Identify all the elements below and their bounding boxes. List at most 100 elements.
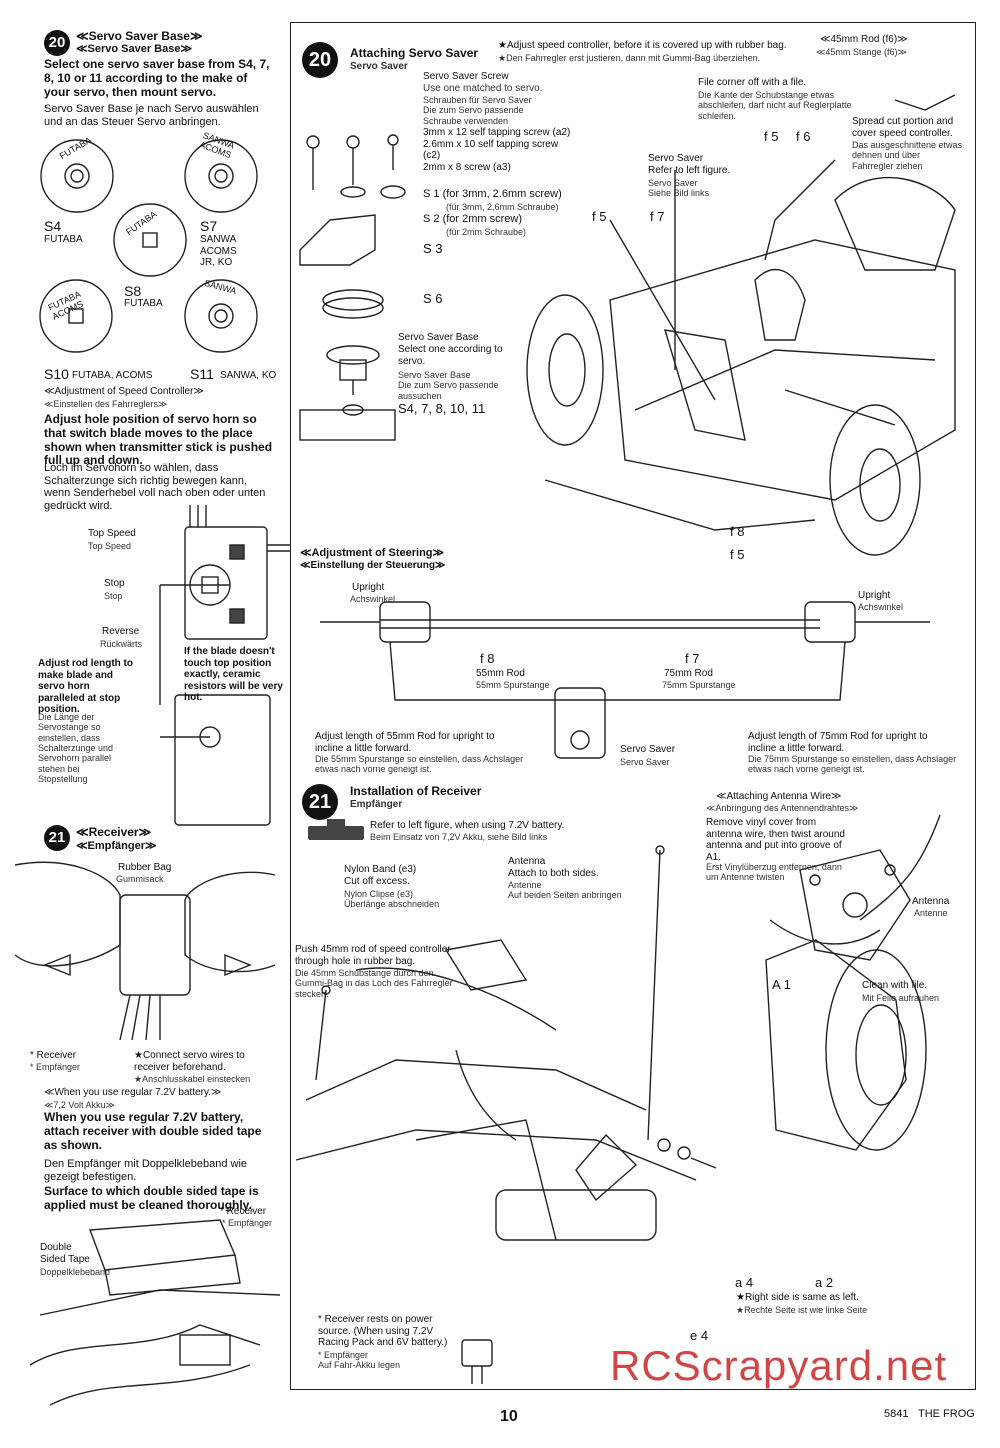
reverse-en: Reverse	[102, 626, 140, 637]
battery-title-de: ≪7,2 Volt Akku≫	[44, 1100, 115, 1110]
steer-title-en: ≪Adjustment of Steering≫	[300, 547, 445, 559]
steer-left-en: Adjust length of 55mm Rod for upright to…	[315, 731, 495, 754]
disc-s11	[184, 279, 258, 353]
receiver-label-de: * Empfänger	[30, 1062, 81, 1072]
s20-title-en: ≪Servo Saver Base≫	[76, 29, 203, 43]
chassis-label-f5-a: f 5	[764, 129, 779, 144]
brand-s11: SANWA, KO	[220, 370, 277, 381]
ref-en: Refer to left figure, when using 7.2V ba…	[370, 820, 565, 831]
attach-title-en: ≪Attaching Antenna Wire≫	[716, 791, 842, 802]
disc-s8	[113, 203, 187, 277]
a4-label: a 4	[735, 1275, 754, 1290]
base-de: Servo Saver Base Die zum Servo passende …	[398, 370, 499, 401]
f8-de: 55mm Spurstange	[476, 680, 550, 690]
antenna-label-de: Antenne	[914, 908, 948, 918]
tape-label-de: Doppelklebeband	[40, 1267, 111, 1277]
brand-s8: FUTABA	[124, 298, 163, 309]
attach-en: Remove vinyl cover from antenna wire, th…	[706, 817, 845, 863]
stop-en: Stop	[104, 578, 125, 589]
battery-shape-icon	[308, 826, 364, 840]
clean-en: Clean with file.	[862, 980, 928, 991]
chassis-label-f6: f 6	[796, 129, 811, 144]
f8-label: f 8	[480, 651, 495, 666]
battery-tab-icon	[327, 819, 345, 827]
chassis-label-f5-b: f 5	[592, 209, 607, 224]
ref-de: Beim Einsatz von 7,2V Akku, siehe Bild l…	[370, 832, 548, 842]
receiver-tape-drawing	[29, 1219, 281, 1406]
battery-body-de: Den Empfänger mit Doppelklebeband wie ge…	[44, 1158, 248, 1183]
rubber-bag-de: Gummisack	[116, 874, 164, 884]
rests-en: * Receiver rests on power source. (When …	[318, 1314, 448, 1348]
s20-body-en: Select one servo saver base from S4, 7, …	[44, 57, 270, 99]
receiver2-label-de: * Empfänger	[222, 1218, 273, 1228]
chassis-drawing	[526, 94, 956, 556]
speed-controller-drawing	[159, 505, 290, 826]
chassis-label-f8: f 8	[730, 524, 745, 539]
base-title: Servo Saver Base	[398, 332, 479, 343]
base-en: Select one according to servo.	[398, 344, 503, 367]
disc-s10	[39, 279, 113, 353]
servo-base-discs	[39, 139, 258, 353]
base-codes: S4, 7, 8, 10, 11	[398, 401, 486, 416]
watermark: RCScrapyard.net	[610, 1342, 948, 1389]
rubber-bag-en: Rubber Bag	[118, 862, 172, 873]
upright-left-en: Upright	[352, 582, 385, 593]
step-21-badge: 21	[44, 825, 70, 851]
r21-title-de: Empfänger	[350, 799, 403, 810]
rests-de: * Empfänger Auf Fahr-Akku legen	[318, 1350, 401, 1371]
steer-saver-de: Servo Saver	[620, 757, 670, 767]
screw-de: Schrauben für Servo Saver Die zum Servo …	[423, 95, 532, 126]
page-number: 10	[500, 1408, 518, 1425]
file-de: Die Kante der Schubstange etwas abschlei…	[698, 90, 852, 121]
screw-list: 3mm x 12 self tapping screw (a2) 2.6mm x…	[423, 127, 571, 173]
rod45-de: ≪45mm Stange (f6)≫	[816, 47, 907, 57]
plug-drawing	[461, 1339, 493, 1384]
chassis-label-f5-c: f 5	[730, 547, 745, 562]
file-en: File corner off with a file.	[698, 77, 807, 88]
r20-title-de: Servo Saver	[350, 61, 408, 72]
disc-s4	[40, 139, 114, 213]
saver-ref-en: Servo Saver Refer to left figure.	[648, 153, 731, 176]
attach-title-de: ≪Anbringung des Antennendrahtes≫	[706, 803, 859, 813]
upright-right-en: Upright	[858, 590, 891, 601]
s3-label: S 3	[423, 241, 443, 256]
blade-note-en: If the blade doesn't touch top position …	[184, 646, 283, 703]
speed-title-de: ≪Einstellen des Fahrreglers≫	[44, 399, 168, 409]
upright-left-de: Achswinkel	[350, 594, 396, 604]
antenna-label-en: Antenna	[912, 896, 950, 907]
speed-body-en: Adjust hole position of servo horn so th…	[44, 412, 273, 468]
s6-label: S 6	[423, 291, 443, 306]
steering-drawing	[320, 601, 930, 759]
step-20-badge: 20	[44, 30, 70, 56]
code-s4: S4	[44, 218, 62, 234]
kit-model: THE FROG	[918, 1408, 975, 1420]
right-step-20-badge: 20	[302, 42, 338, 78]
push-en: Push 45mm rod of speed controller throug…	[295, 944, 451, 967]
steer-left-de: Die 55mm Spurstange so einstellen, dass …	[315, 754, 524, 775]
s20-title-de: ≪Servo Saver Base≫	[76, 43, 192, 55]
speed-body-de: Loch im Servohorn so wählen, dass Schalt…	[44, 462, 266, 512]
brand-s7: SANWA ACOMS JR, KO	[200, 234, 237, 268]
r20-title-en: Attaching Servo Saver	[350, 46, 479, 60]
f7-de: 75mm Spurstange	[662, 680, 736, 690]
nylon-de: Nylon Clipse (e3) Überlänge abschneiden	[344, 889, 440, 910]
steer-title-de: ≪Einstellung der Steuerung≫	[300, 560, 446, 571]
steer-saver-en: Servo Saver	[620, 744, 676, 755]
speed-title-en: ≪Adjustment of Speed Controller≫	[44, 386, 204, 397]
s1-label: S 1 (for 3mm, 2.6mm screw)	[423, 188, 562, 200]
f8-en: 55mm Rod	[476, 668, 525, 679]
spread-en: Spread cut portion and cover speed contr…	[852, 116, 954, 139]
r21-title-en: Installation of Receiver	[350, 784, 482, 798]
connect-note-de: ★Anschlusskabel einstecken	[134, 1074, 251, 1084]
battery-body-en: When you use regular 7.2V battery, attac…	[44, 1110, 262, 1152]
stop-de: Stop	[104, 591, 123, 601]
top-speed-de: Top Speed	[88, 541, 132, 551]
right-step-21-badge: 21	[302, 784, 338, 820]
chassis-label-f7: f 7	[650, 209, 665, 224]
a2-label: a 2	[815, 1275, 834, 1290]
code-s11: S11	[190, 366, 214, 382]
battery-title-en: ≪When you use regular 7.2V battery.≫	[44, 1087, 222, 1098]
code-s10: S10	[44, 366, 69, 382]
screw-en: Use one matched to servo.	[423, 83, 543, 94]
s2-de: (für 2mm Schraube)	[446, 227, 527, 237]
